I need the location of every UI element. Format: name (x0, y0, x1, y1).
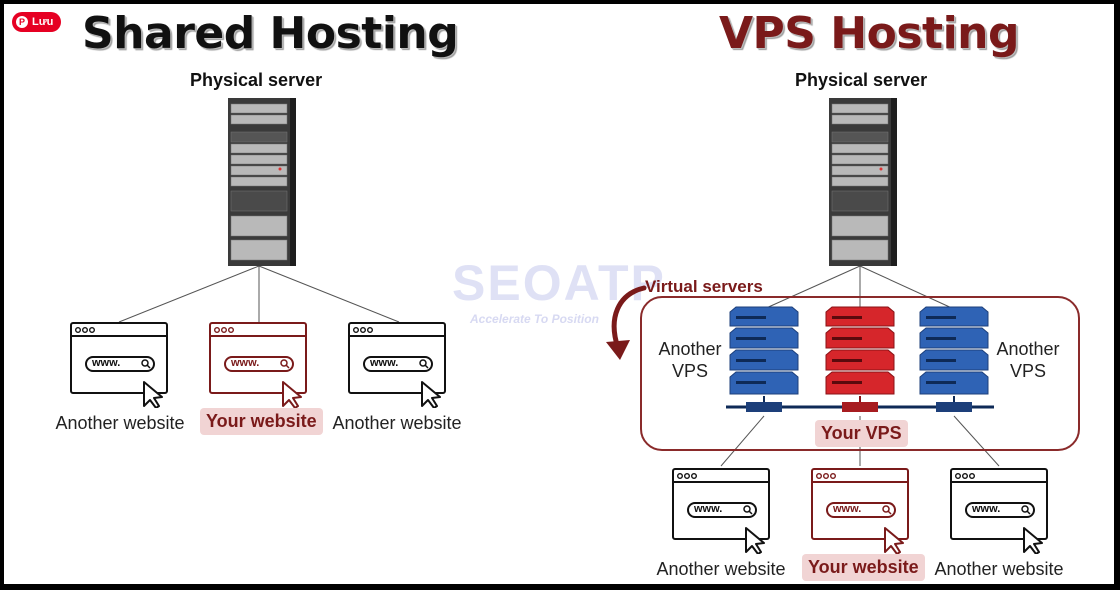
vps-hosting-title: VPS Hosting (719, 8, 1020, 59)
vps-server-blue-right-icon (919, 306, 989, 395)
pinterest-icon: P (16, 16, 28, 28)
browser-window-icon (811, 468, 909, 554)
site-url: www. (92, 357, 121, 369)
vps-physical-server-label: Physical server (795, 70, 928, 90)
your-vps-label: Your VPS (815, 420, 908, 447)
site-label: Another website (656, 559, 786, 579)
another-vps-left-label: Another VPS (658, 339, 722, 381)
watermark-tagline: Accelerate To Position (470, 312, 599, 326)
watermark-brand: SEOATP (452, 255, 666, 311)
browser-window-icon (70, 322, 168, 408)
cursor-arrow-icon (1023, 527, 1043, 554)
save-pin-button[interactable]: P Lưu (12, 12, 62, 32)
site-url: www. (972, 503, 1001, 515)
vps-server-red-yours-icon (825, 306, 895, 395)
save-pin-label: Lưu (32, 16, 54, 28)
site-label-yours: Your website (200, 408, 323, 435)
site-label-yours: Your website (802, 554, 925, 581)
cursor-arrow-icon (282, 381, 302, 408)
curved-arrow-icon (606, 285, 647, 360)
site-url: www. (833, 503, 862, 515)
browser-window-icon (672, 468, 770, 554)
browser-window-icon (950, 468, 1048, 554)
site-label: Another website (332, 413, 462, 433)
site-label: Another website (55, 413, 185, 433)
cursor-arrow-icon (421, 381, 441, 408)
site-label: Another website (934, 559, 1064, 579)
virtual-servers-box (640, 296, 1080, 451)
shared-hosting-title: Shared Hosting (82, 8, 459, 59)
site-url: www. (694, 503, 723, 515)
browser-window-icon (209, 322, 307, 408)
shared-server-rack-icon (228, 98, 296, 266)
site-url: www. (370, 357, 399, 369)
cursor-arrow-icon (745, 527, 765, 554)
cursor-arrow-icon (884, 527, 904, 554)
site-url: www. (231, 357, 260, 369)
another-vps-right-label: Another VPS (996, 339, 1060, 381)
diagram-canvas: P Lưu Shared Hosting VPS Hosting Physica… (4, 4, 1114, 584)
connector-lines (118, 265, 1000, 467)
network-bus (726, 396, 994, 412)
shared-physical-server-label: Physical server (190, 70, 323, 90)
vps-server-rack-icon (829, 98, 897, 266)
cursor-arrow-icon (143, 381, 163, 408)
browser-window-icon (348, 322, 446, 408)
vps-server-blue-left-icon (729, 306, 799, 395)
virtual-servers-label: Virtual servers (645, 277, 763, 296)
